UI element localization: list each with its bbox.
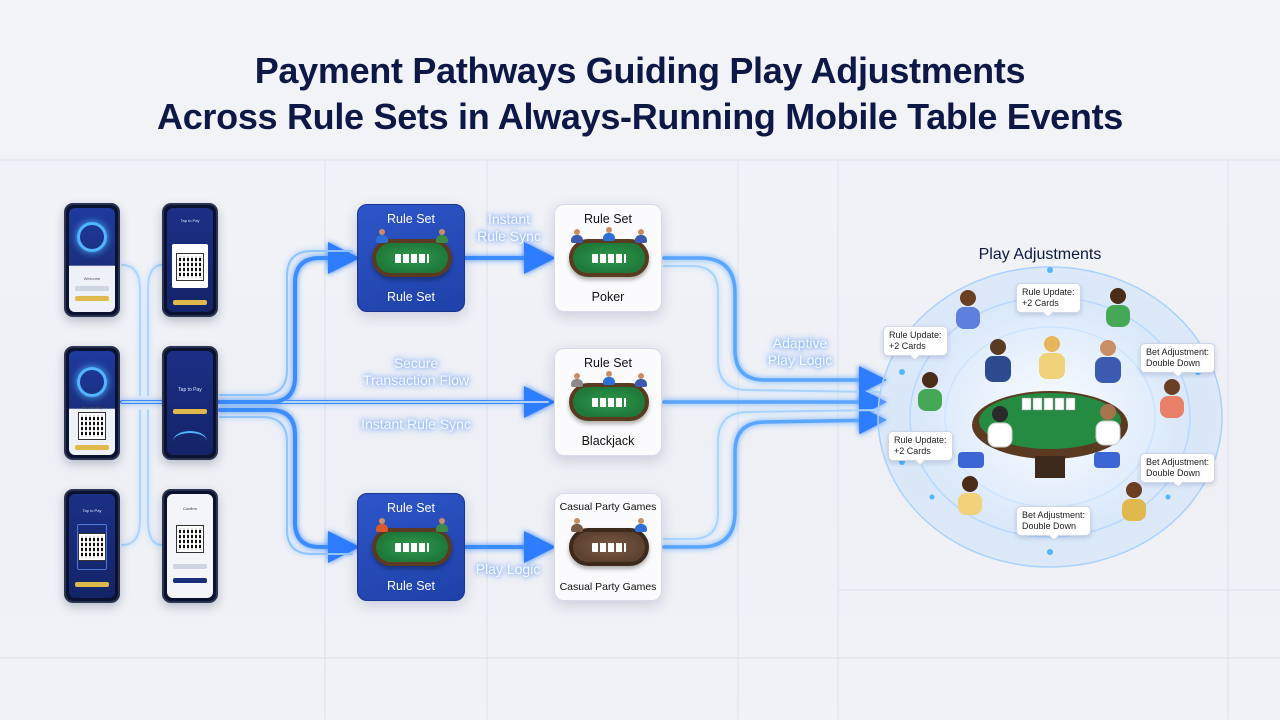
play-adjustments-title: Play Adjustments bbox=[978, 246, 1102, 263]
phone-4[interactable]: Tap to Pay bbox=[162, 346, 218, 460]
poker-table-icon bbox=[569, 239, 649, 277]
instant-rule-sync-label-mid: Instant Rule Sync bbox=[361, 416, 471, 432]
phone-1-label: Welcome bbox=[83, 276, 101, 281]
party-games-card[interactable]: Casual Party Games Casual Party Games bbox=[554, 493, 662, 601]
player-avatar bbox=[1122, 482, 1146, 521]
player-avatar bbox=[1039, 336, 1065, 379]
blackjack-card-title: Rule Set bbox=[584, 356, 632, 370]
phone-3-label: Secure Pay bbox=[81, 405, 103, 410]
phone-5-label: Tap to Pay bbox=[82, 508, 102, 513]
branch-up-path bbox=[218, 242, 360, 404]
rule-set-card-top[interactable]: Rule Set Rule Set bbox=[357, 204, 465, 312]
play-logic-label: Play Logic bbox=[475, 561, 541, 577]
party-games-card-title: Casual Party Games bbox=[559, 501, 657, 513]
instant-rule-sync-label-top: Instant Rule Sync bbox=[477, 211, 541, 244]
player-avatar bbox=[1160, 379, 1184, 418]
player-avatar bbox=[958, 476, 982, 515]
poker-card-caption: Poker bbox=[591, 290, 625, 304]
player-avatar bbox=[987, 406, 1013, 448]
blackjack-table-icon bbox=[569, 383, 649, 421]
adaptive-play-logic-label: Adaptive Play Logic bbox=[767, 335, 833, 368]
adjustment-bubble: Rule Update:+2 Cards bbox=[888, 431, 953, 461]
phone-6-label: Confirm bbox=[182, 506, 197, 511]
phone-6[interactable]: Confirm bbox=[162, 489, 218, 603]
phone-connectors bbox=[121, 264, 163, 546]
adjustment-bubble: Bet Adjustment:Double Down bbox=[1140, 343, 1216, 373]
blackjack-card-caption: Blackjack bbox=[581, 434, 635, 448]
qr-code-icon bbox=[176, 525, 204, 553]
rule-set-card-top-title: Rule Set bbox=[387, 212, 435, 226]
table-icon bbox=[372, 239, 452, 277]
player-avatar bbox=[1106, 288, 1130, 327]
poker-out-path bbox=[662, 256, 887, 394]
adjustment-bubble: Bet Adjustment:Double Down bbox=[1140, 453, 1216, 483]
player-avatar bbox=[918, 372, 942, 411]
phone-2-label: Tap to Pay bbox=[180, 218, 200, 223]
qr-code-icon bbox=[176, 253, 204, 281]
play-adjustments-hub bbox=[877, 266, 1223, 568]
phone-4-label: Tap to Pay bbox=[178, 387, 202, 393]
adjustment-bubble: Rule Update:+2 Cards bbox=[1016, 283, 1081, 313]
rule-set-card-bottom-caption: Rule Set bbox=[387, 579, 435, 593]
poker-card[interactable]: Rule Set Poker bbox=[554, 204, 662, 312]
adjustment-bubble: Bet Adjustment:Double Down bbox=[1016, 506, 1092, 536]
party-out-path bbox=[662, 406, 887, 549]
title-line-2: Across Rule Sets in Always-Running Mobil… bbox=[157, 96, 1123, 137]
secure-transaction-flow-label: Secure Transaction Flow bbox=[362, 355, 470, 388]
rule-set-card-bottom-title: Rule Set bbox=[387, 501, 435, 515]
blackjack-card[interactable]: Rule Set Blackjack bbox=[554, 348, 662, 456]
shield-ring-icon bbox=[77, 367, 107, 397]
qr-code-icon bbox=[78, 412, 106, 440]
phone-2[interactable]: Tap to Pay bbox=[162, 203, 218, 317]
branch-down-path bbox=[218, 408, 360, 563]
table-icon bbox=[372, 528, 452, 566]
player-avatar bbox=[956, 290, 980, 329]
shield-ring-icon bbox=[77, 222, 107, 252]
player-avatar bbox=[1095, 340, 1121, 383]
adjustment-bubble: Rule Update:+2 Cards bbox=[883, 326, 948, 356]
page-title: Payment Pathways Guiding Play Adjustment… bbox=[0, 48, 1280, 140]
player-avatar bbox=[1095, 404, 1121, 446]
poker-card-title: Rule Set bbox=[584, 212, 632, 226]
party-games-card-caption: Casual Party Games bbox=[559, 581, 657, 593]
qr-code-icon bbox=[78, 533, 106, 561]
rule-set-card-bottom[interactable]: Rule Set Rule Set bbox=[357, 493, 465, 601]
phone-1[interactable]: Welcome bbox=[64, 203, 120, 317]
title-line-1: Payment Pathways Guiding Play Adjustment… bbox=[254, 50, 1026, 91]
party-table-icon bbox=[569, 528, 649, 566]
rule-set-card-top-caption: Rule Set bbox=[387, 290, 435, 304]
phone-5[interactable]: Tap to Pay bbox=[64, 489, 120, 603]
phone-3[interactable]: Secure Pay bbox=[64, 346, 120, 460]
player-avatar bbox=[985, 339, 1011, 382]
